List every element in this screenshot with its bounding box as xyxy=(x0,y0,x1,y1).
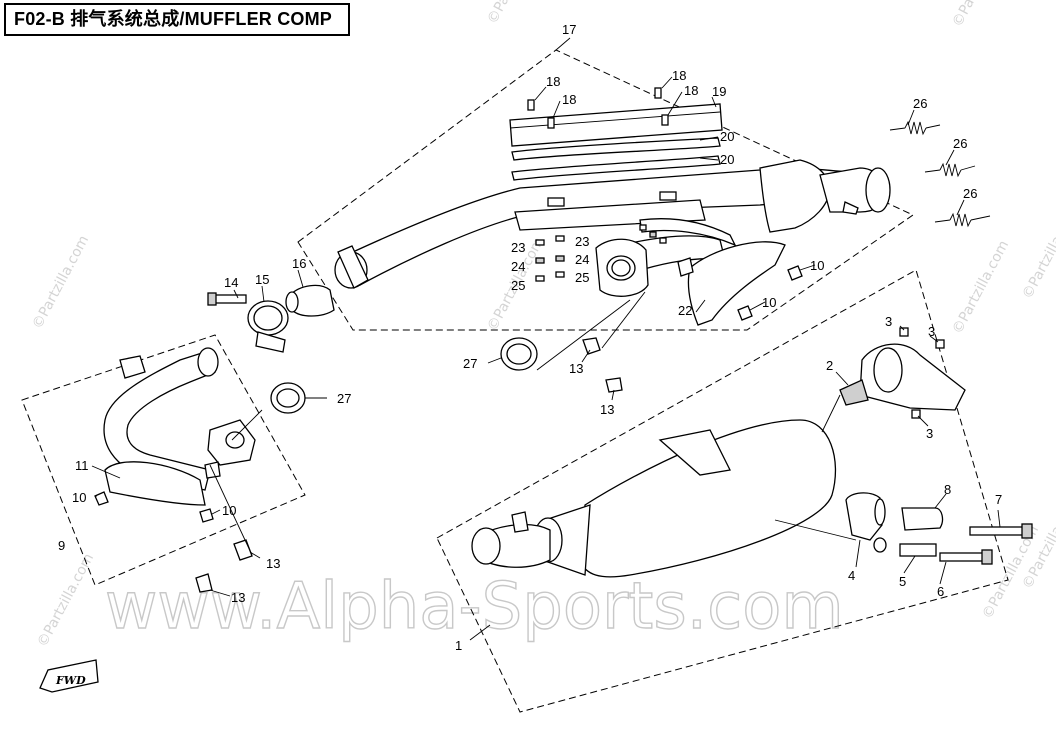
watermark-partzilla-9: ©Partzilla.com xyxy=(949,0,1012,30)
callout-23-b: 23 xyxy=(575,234,589,249)
callout-10-d: 10 xyxy=(222,503,236,518)
fwd-arrow-icon: FWD xyxy=(39,659,99,693)
callout-26-c: 26 xyxy=(963,186,977,201)
watermark-partzilla-4: ©Partzilla.com xyxy=(29,233,92,332)
callout-2: 2 xyxy=(826,358,833,373)
diagram-title: F02-B 排气系统总成/MUFFLER COMP xyxy=(4,3,350,36)
callout-13-d: 13 xyxy=(231,590,245,605)
callout-24-b: 24 xyxy=(575,252,589,267)
callout-25-b: 25 xyxy=(575,270,589,285)
mount-hardware xyxy=(845,492,1033,565)
clamp-gasket-bolt xyxy=(207,284,335,353)
head-pipe-assembly xyxy=(334,87,891,326)
callout-15: 15 xyxy=(255,272,269,287)
callout-14: 14 xyxy=(224,275,238,290)
group-boundary-1 xyxy=(436,269,1009,713)
muffler-assembly xyxy=(471,419,837,578)
callout-10-c: 10 xyxy=(72,490,86,505)
callout-26-a: 26 xyxy=(913,96,927,111)
watermark-partzilla-5: ©Partzilla.com xyxy=(1019,203,1056,302)
callout-16: 16 xyxy=(292,256,306,271)
callout-3-b: 3 xyxy=(928,324,935,339)
callout-24-a: 24 xyxy=(511,259,525,274)
callout-23-a: 23 xyxy=(511,240,525,255)
callout-25-a: 25 xyxy=(511,278,525,293)
callout-27-b: 27 xyxy=(337,391,351,406)
callout-18-d: 18 xyxy=(684,83,698,98)
callout-20-a: 20 xyxy=(720,129,734,144)
callout-18-c: 18 xyxy=(672,68,686,83)
tail-end-cap xyxy=(839,343,966,411)
watermark-partzilla-1: ©Partzilla.com xyxy=(34,551,97,650)
callout-13-a: 13 xyxy=(569,361,583,376)
callout-18-a: 18 xyxy=(546,74,560,89)
callout-8: 8 xyxy=(944,482,951,497)
callout-labels: 17 18 18 18 18 19 20 20 26 26 26 23 23 2… xyxy=(58,22,1002,653)
small-hardware-23-24-25 xyxy=(535,224,667,282)
callout-6: 6 xyxy=(937,584,944,599)
callout-18-b: 18 xyxy=(562,92,576,107)
callout-20-b: 20 xyxy=(720,152,734,167)
callout-13-b: 13 xyxy=(600,402,614,417)
group-boundary-9 xyxy=(21,334,306,586)
callout-11: 11 xyxy=(75,458,89,473)
gasket-27-upper-inner xyxy=(506,343,532,365)
main-watermark: www.Alpha-Sports.com xyxy=(105,570,844,644)
callout-10-b: 10 xyxy=(762,295,776,310)
watermark-partzilla-3: ©Partzilla.com xyxy=(949,238,1012,337)
leader-lines xyxy=(91,37,1001,641)
gasket-27-lower-inner xyxy=(276,388,300,408)
callout-3-a: 3 xyxy=(885,314,892,329)
callout-26-b: 26 xyxy=(953,136,967,151)
callout-4: 4 xyxy=(848,568,855,583)
callout-27-a: 27 xyxy=(463,356,477,371)
callout-7: 7 xyxy=(995,492,1002,507)
watermark-partzilla-8: ©Partzilla.com xyxy=(484,0,547,27)
callout-10-a: 10 xyxy=(810,258,824,273)
screws-3 xyxy=(899,327,945,419)
springs-26 xyxy=(889,120,991,228)
fwd-label: FWD xyxy=(55,674,86,687)
group-boundary-17 xyxy=(297,49,915,331)
callout-13-c: 13 xyxy=(266,556,280,571)
callout-3-c: 3 xyxy=(926,426,933,441)
front-pipe-assembly xyxy=(103,347,256,506)
callout-22: 22 xyxy=(678,303,692,318)
callout-17: 17 xyxy=(562,22,576,37)
callout-1: 1 xyxy=(455,638,462,653)
callout-9: 9 xyxy=(58,538,65,553)
bolts-10 xyxy=(94,265,803,523)
callout-19: 19 xyxy=(712,84,726,99)
callout-5: 5 xyxy=(899,574,906,589)
